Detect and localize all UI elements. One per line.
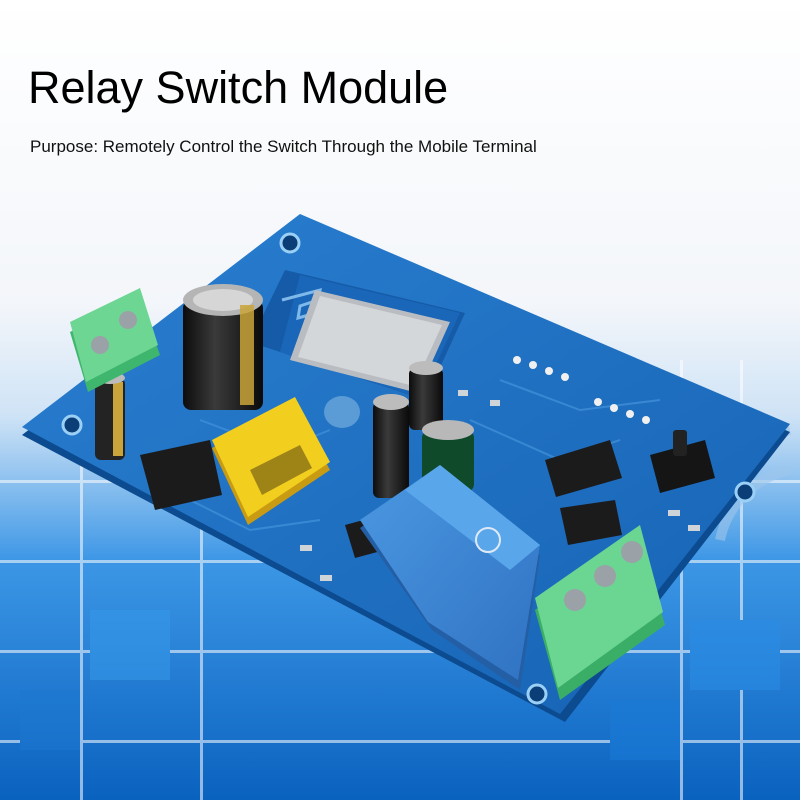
page-title: Relay Switch Module [28, 62, 449, 113]
terminal-block-3pin [535, 525, 665, 700]
tactile-button [650, 430, 715, 493]
purpose-description: Purpose: Remotely Control the Switch Thr… [30, 137, 537, 156]
smd-components [300, 390, 700, 581]
backdrop-grid [0, 360, 800, 800]
relay [360, 465, 540, 690]
pin-headers [513, 356, 650, 424]
ceramic-capacitor [324, 396, 360, 428]
large-capacitor [183, 284, 263, 410]
terminal-block-2pin [70, 288, 160, 392]
transformer [212, 397, 330, 525]
